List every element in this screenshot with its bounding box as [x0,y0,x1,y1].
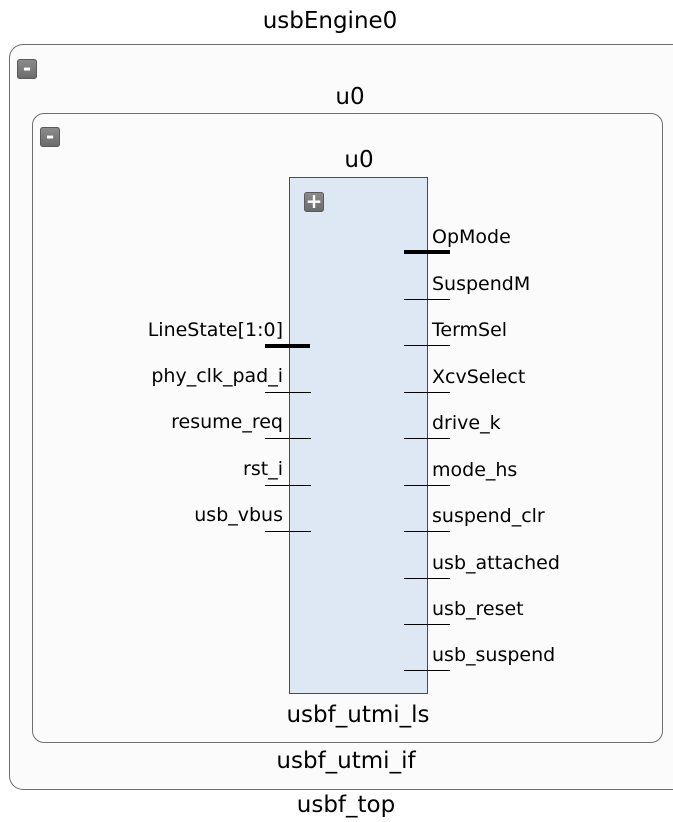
output-pin-label[interactable]: usb_reset [432,598,524,620]
output-pin-label[interactable]: OpMode [432,226,511,248]
input-bus-line [265,344,310,348]
output-pin-label[interactable]: drive_k [432,412,501,434]
output-pin-label[interactable]: SuspendM [432,273,531,295]
output-bus-line [404,250,450,254]
input-pin-label[interactable]: phy_clk_pad_i [151,365,283,387]
module-name-usbf-utmi-if: usbf_utmi_if [276,748,416,774]
output-pin-line [404,345,450,346]
output-pin-label[interactable]: TermSel [432,319,508,341]
output-pin-line [404,438,450,439]
instance-name-usbengine0: usbEngine0 [262,8,398,34]
output-pin-label[interactable]: usb_suspend [432,644,556,666]
input-pin-label[interactable]: usb_vbus [194,504,283,526]
expand-button-u0[interactable]: + [304,189,324,213]
input-pin-label[interactable]: resume_req [171,411,283,433]
input-pin-line [265,438,311,439]
output-pin-line [404,624,450,625]
collapse-button-usbengine0[interactable]: - [17,56,37,80]
output-pin-line [404,485,450,486]
output-pin-line [404,670,450,671]
plus-icon: + [305,189,323,213]
module-name-usbf-top: usbf_top [296,792,396,818]
output-pin-line [404,299,450,300]
input-pin-line [265,485,311,486]
output-pin-label[interactable]: suspend_clr [432,505,545,527]
collapse-button-u0[interactable]: - [40,124,60,148]
output-pin-label[interactable]: XcvSelect [432,366,526,388]
instance-name-u0-inner: u0 [344,147,374,173]
output-pin-line [404,578,450,579]
output-pin-line [404,392,450,393]
instance-name-u0-outer: u0 [335,84,365,110]
input-pin-label[interactable]: rst_i [243,458,283,480]
module-block-usbf-utmi-ls[interactable] [289,177,428,694]
input-pin-line [265,392,311,393]
input-pin-line [265,531,311,532]
output-pin-label[interactable]: mode_hs [432,459,518,481]
output-pin-label[interactable]: usb_attached [432,552,560,574]
output-pin-line [404,531,450,532]
minus-icon: - [22,56,32,80]
minus-icon: - [45,124,55,148]
input-pin-label[interactable]: LineState[1:0] [147,319,283,341]
module-name-usbf-utmi-ls: usbf_utmi_ls [286,702,430,728]
